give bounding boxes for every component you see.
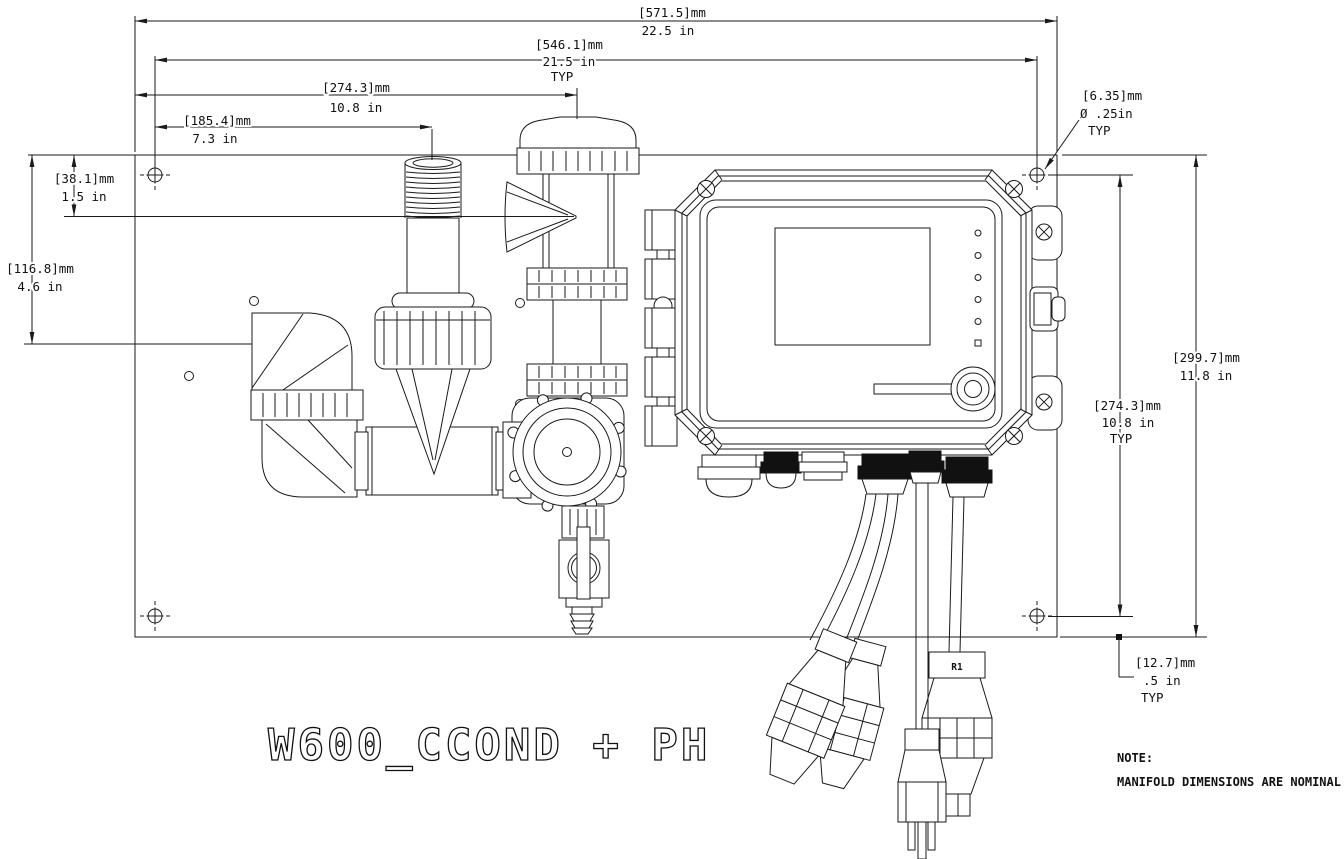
dim-overall-height-in: 11.8 in (1180, 368, 1233, 383)
dim-probe-offset-mm: [274.3]mm (322, 80, 390, 95)
dim-hole-span-v-typ: TYP (1110, 431, 1133, 446)
valve-handle (576, 526, 591, 600)
dimension-texts: [571.5]mm 22.5 in [546.1]mm 21.5 in TYP … (4, 3, 1242, 707)
mounting-hole-bottom-right (1022, 601, 1052, 631)
dim-overall-width-in: 22.5 in (642, 23, 695, 38)
cable-gland-1 (697, 454, 761, 498)
corner-screws (697, 180, 1023, 445)
leader-edge-offset (1116, 634, 1134, 678)
probe-union-nut (374, 306, 492, 370)
dim-hole-span-v-mm: [274.3]mm (1093, 398, 1161, 413)
dim-edge-offset-typ: TYP (1141, 690, 1164, 705)
ball-valve-assembly (558, 505, 610, 635)
dim-elbow-offset-in: 7.3 in (192, 131, 237, 146)
hose-barb (569, 606, 595, 635)
dim-edge-offset-mm: [12.7]mm (1135, 655, 1195, 670)
cable-gland-3 (798, 451, 848, 481)
probe-pipe (406, 217, 460, 297)
plug-prongs (907, 821, 936, 859)
cable-gland-2 (760, 451, 802, 489)
inlet-elbow-assembly (250, 312, 364, 498)
cable-gland-6 (941, 456, 993, 498)
dim-probe-offset-in: 10.8 in (330, 100, 383, 115)
dim-hole-span-h-in: 21.5 in (543, 54, 596, 69)
hinge-blocks (644, 209, 678, 447)
mounting-hole-bottom-left (140, 601, 170, 631)
dim-inlet-drop-in: 4.6 in (17, 279, 62, 294)
power-knob (873, 366, 996, 412)
dim-elbow-offset-mm: [185.4]mm (183, 113, 251, 128)
mounting-hole-top-left (140, 160, 170, 190)
leader-hole-dia (1044, 119, 1080, 170)
dim-overall-height-mm: [299.7]mm (1172, 350, 1240, 365)
note-label: NOTE: (1117, 751, 1153, 765)
power-cord (897, 483, 947, 859)
knob-pointer-bar (873, 383, 953, 395)
mounting-hole-top-right (1022, 160, 1052, 190)
side-latch (1029, 286, 1066, 332)
dim-hole-span-v-in: 10.8 in (1102, 415, 1155, 430)
controller-enclosure (644, 169, 1066, 456)
note-text: MANIFOLD DIMENSIONS ARE NOMINAL (1117, 775, 1341, 789)
dim-inlet-drop-mm: [116.8]mm (6, 261, 74, 276)
dim-port-drop-in: 1.5 in (61, 189, 106, 204)
dim-edge-offset-in: .5 in (1143, 673, 1181, 688)
cable-tag (928, 651, 986, 679)
cable-gland-4 (857, 453, 913, 495)
cap-dome (519, 116, 637, 149)
dim-hole-span-h-mm: [546.1]mm (535, 37, 603, 52)
dim-hole-span-h-typ: TYP (551, 69, 574, 84)
power-plug (897, 728, 947, 859)
dim-hole-dia-in: Ø .25in (1080, 106, 1133, 121)
union-coupling-upper (526, 267, 628, 301)
dimension-lines (24, 16, 1207, 678)
ear-screws (1035, 223, 1053, 411)
riser-pipe (552, 300, 602, 364)
led-indicators (974, 229, 982, 347)
flow-sensor (502, 392, 627, 512)
dim-hole-dia-mm: [6.35]mm (1082, 88, 1142, 103)
sensor-cables (809, 493, 899, 655)
probe-port-assembly (374, 156, 492, 476)
probe-threads (404, 156, 462, 218)
dim-overall-width-mm: [571.5]mm (638, 5, 706, 20)
dim-port-drop-mm: [38.1]mm (54, 171, 114, 186)
cable-glands (697, 450, 993, 498)
inlet-valve-column (504, 116, 640, 397)
union-coupling-lower (526, 363, 628, 397)
drawing-title: W600_CCOND + PH (268, 720, 710, 771)
dim-hole-dia-typ: TYP (1088, 123, 1111, 138)
sensor-connector-left (765, 628, 858, 785)
cable-tag-label: R1 (951, 662, 963, 673)
display-screen (774, 227, 931, 346)
cable-gland-5 (905, 450, 945, 484)
